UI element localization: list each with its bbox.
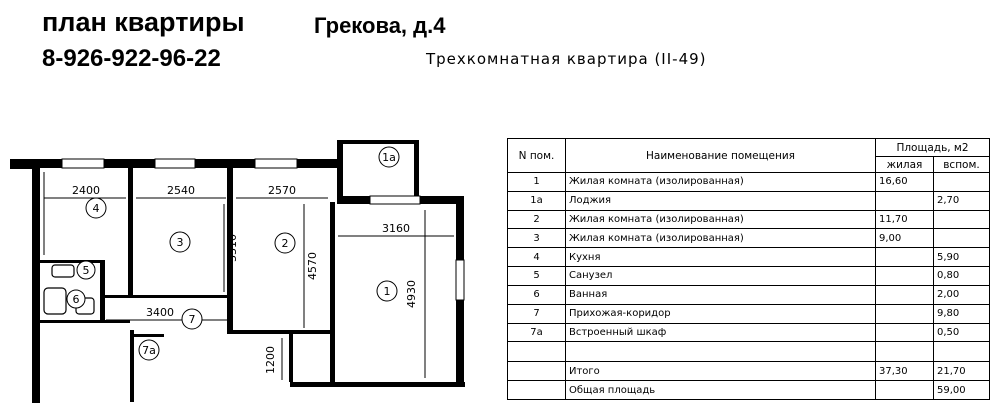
row-aux: 0,50: [933, 322, 990, 343]
room-label-4: 4: [93, 202, 100, 215]
row-aux: 2,70: [933, 190, 990, 211]
table-row: 1 Жилая комната (изолированная) 16,60: [507, 172, 990, 192]
header-name: Наименование помещения: [565, 138, 876, 173]
row-name: Встроенный шкаф: [565, 322, 876, 343]
table-row-spacer: [507, 341, 990, 363]
dim-room2-depth: 4570: [306, 252, 319, 280]
table-row: 1a Лоджия 2,70: [507, 190, 990, 211]
dimension-labels: 2400 2460 2540 3310 2570 4570 3160 4930 …: [30, 184, 418, 374]
dim-room1-depth: 4930: [405, 280, 418, 308]
phone-number: 8-926-922-96-22: [42, 45, 221, 72]
table-row: 6 Ванная 2,00: [507, 284, 990, 305]
dim-kitchen-depth: 2460: [30, 202, 43, 230]
row-aux: 0,80: [933, 266, 990, 286]
row-num: 1a: [507, 190, 566, 211]
table-row: 5 Санузел 0,80: [507, 266, 990, 286]
row-aux: 2,00: [933, 284, 990, 305]
row-living: [875, 303, 934, 324]
room-label-1: 1: [384, 285, 391, 298]
row-name: Жилая комната (изолированная): [565, 172, 876, 192]
table-row: 3 Жилая комната (изолированная) 9,00: [507, 228, 990, 249]
header-aux: вспом.: [933, 156, 990, 173]
table-row: 7 Прихожая-коридор 9,80: [507, 303, 990, 324]
row-num: 5: [507, 266, 566, 286]
row-living: 9,00: [875, 228, 934, 249]
row-name: Ванная: [565, 284, 876, 305]
address-label: Грекова, д.4: [314, 13, 446, 38]
table-row-total: Итого 37,30 21,70: [507, 361, 990, 382]
room-label-5: 5: [83, 264, 90, 277]
row-living: 11,70: [875, 209, 934, 230]
table-row: 7a Встроенный шкаф 0,50: [507, 322, 990, 343]
row-name: Прихожая-коридор: [565, 303, 876, 324]
page-title: план квартиры: [42, 7, 245, 37]
row-name: Санузел: [565, 266, 876, 286]
row-num: 6: [507, 284, 566, 305]
row-num: 3: [507, 228, 566, 249]
total-living: 37,30: [875, 361, 934, 382]
row-aux: 5,90: [933, 247, 990, 268]
total-aux: 21,70: [933, 361, 990, 382]
plan-dimension-lines: [43, 172, 454, 380]
row-living: [875, 247, 934, 268]
dim-room2-width: 2570: [268, 184, 296, 197]
row-living: [875, 322, 934, 343]
row-num: 7a: [507, 322, 566, 343]
row-living: 16,60: [875, 172, 934, 192]
row-living: [875, 284, 934, 305]
room-label-7: 7: [189, 313, 196, 326]
row-aux: 9,80: [933, 303, 990, 324]
row-living: [875, 266, 934, 286]
row-name: Жилая комната (изолированная): [565, 209, 876, 230]
total-label: Итого: [565, 361, 876, 382]
header-living: жилая: [875, 156, 934, 173]
row-num: 1: [507, 172, 566, 192]
plan-windows: [61, 158, 465, 301]
room-label-3: 3: [177, 236, 184, 249]
dim-corridor-width: 1200: [264, 346, 277, 374]
room-label-circles: [66, 146, 400, 361]
header-num: N пом.: [507, 138, 566, 173]
row-aux: [933, 172, 990, 192]
table-row: 4 Кухня 5,90: [507, 247, 990, 268]
header-area: Площадь, м2: [875, 138, 990, 157]
overall-value: 59,00: [933, 380, 990, 400]
row-name: Кухня: [565, 247, 876, 268]
dim-room3-depth: 3310: [226, 234, 239, 262]
room-labels: 1 1a 2 3 4 5 6 7 7a: [73, 151, 396, 357]
room-label-1a: 1a: [382, 151, 396, 164]
dim-kitchen-width: 2400: [72, 184, 100, 197]
table-row-overall: Общая площадь 59,00: [507, 380, 990, 400]
plan-subtitle: Трехкомнатная квартира (II-49): [426, 50, 707, 68]
row-name: Жилая комната (изолированная): [565, 228, 876, 249]
dim-room3-width: 2540: [167, 184, 195, 197]
row-num: 4: [507, 247, 566, 268]
floor-plan: 1 1a 2 3 4 5 6 7 7a 2400 2460 2540 3310 …: [10, 140, 465, 403]
room-label-7a: 7a: [142, 344, 156, 357]
dim-corridor-length: 3400: [146, 306, 174, 319]
row-living: [875, 190, 934, 211]
row-aux: [933, 209, 990, 230]
room-label-2: 2: [282, 237, 289, 250]
room-label-6: 6: [73, 293, 80, 306]
explication-table: N пом. Наименование помещения Площадь, м…: [507, 138, 990, 400]
table-row: 2 Жилая комната (изолированная) 11,70: [507, 209, 990, 230]
dim-room1-width: 3160: [382, 222, 410, 235]
overall-label: Общая площадь: [565, 380, 876, 400]
row-num: 2: [507, 209, 566, 230]
row-num: 7: [507, 303, 566, 324]
row-name: Лоджия: [565, 190, 876, 211]
row-aux: [933, 228, 990, 249]
